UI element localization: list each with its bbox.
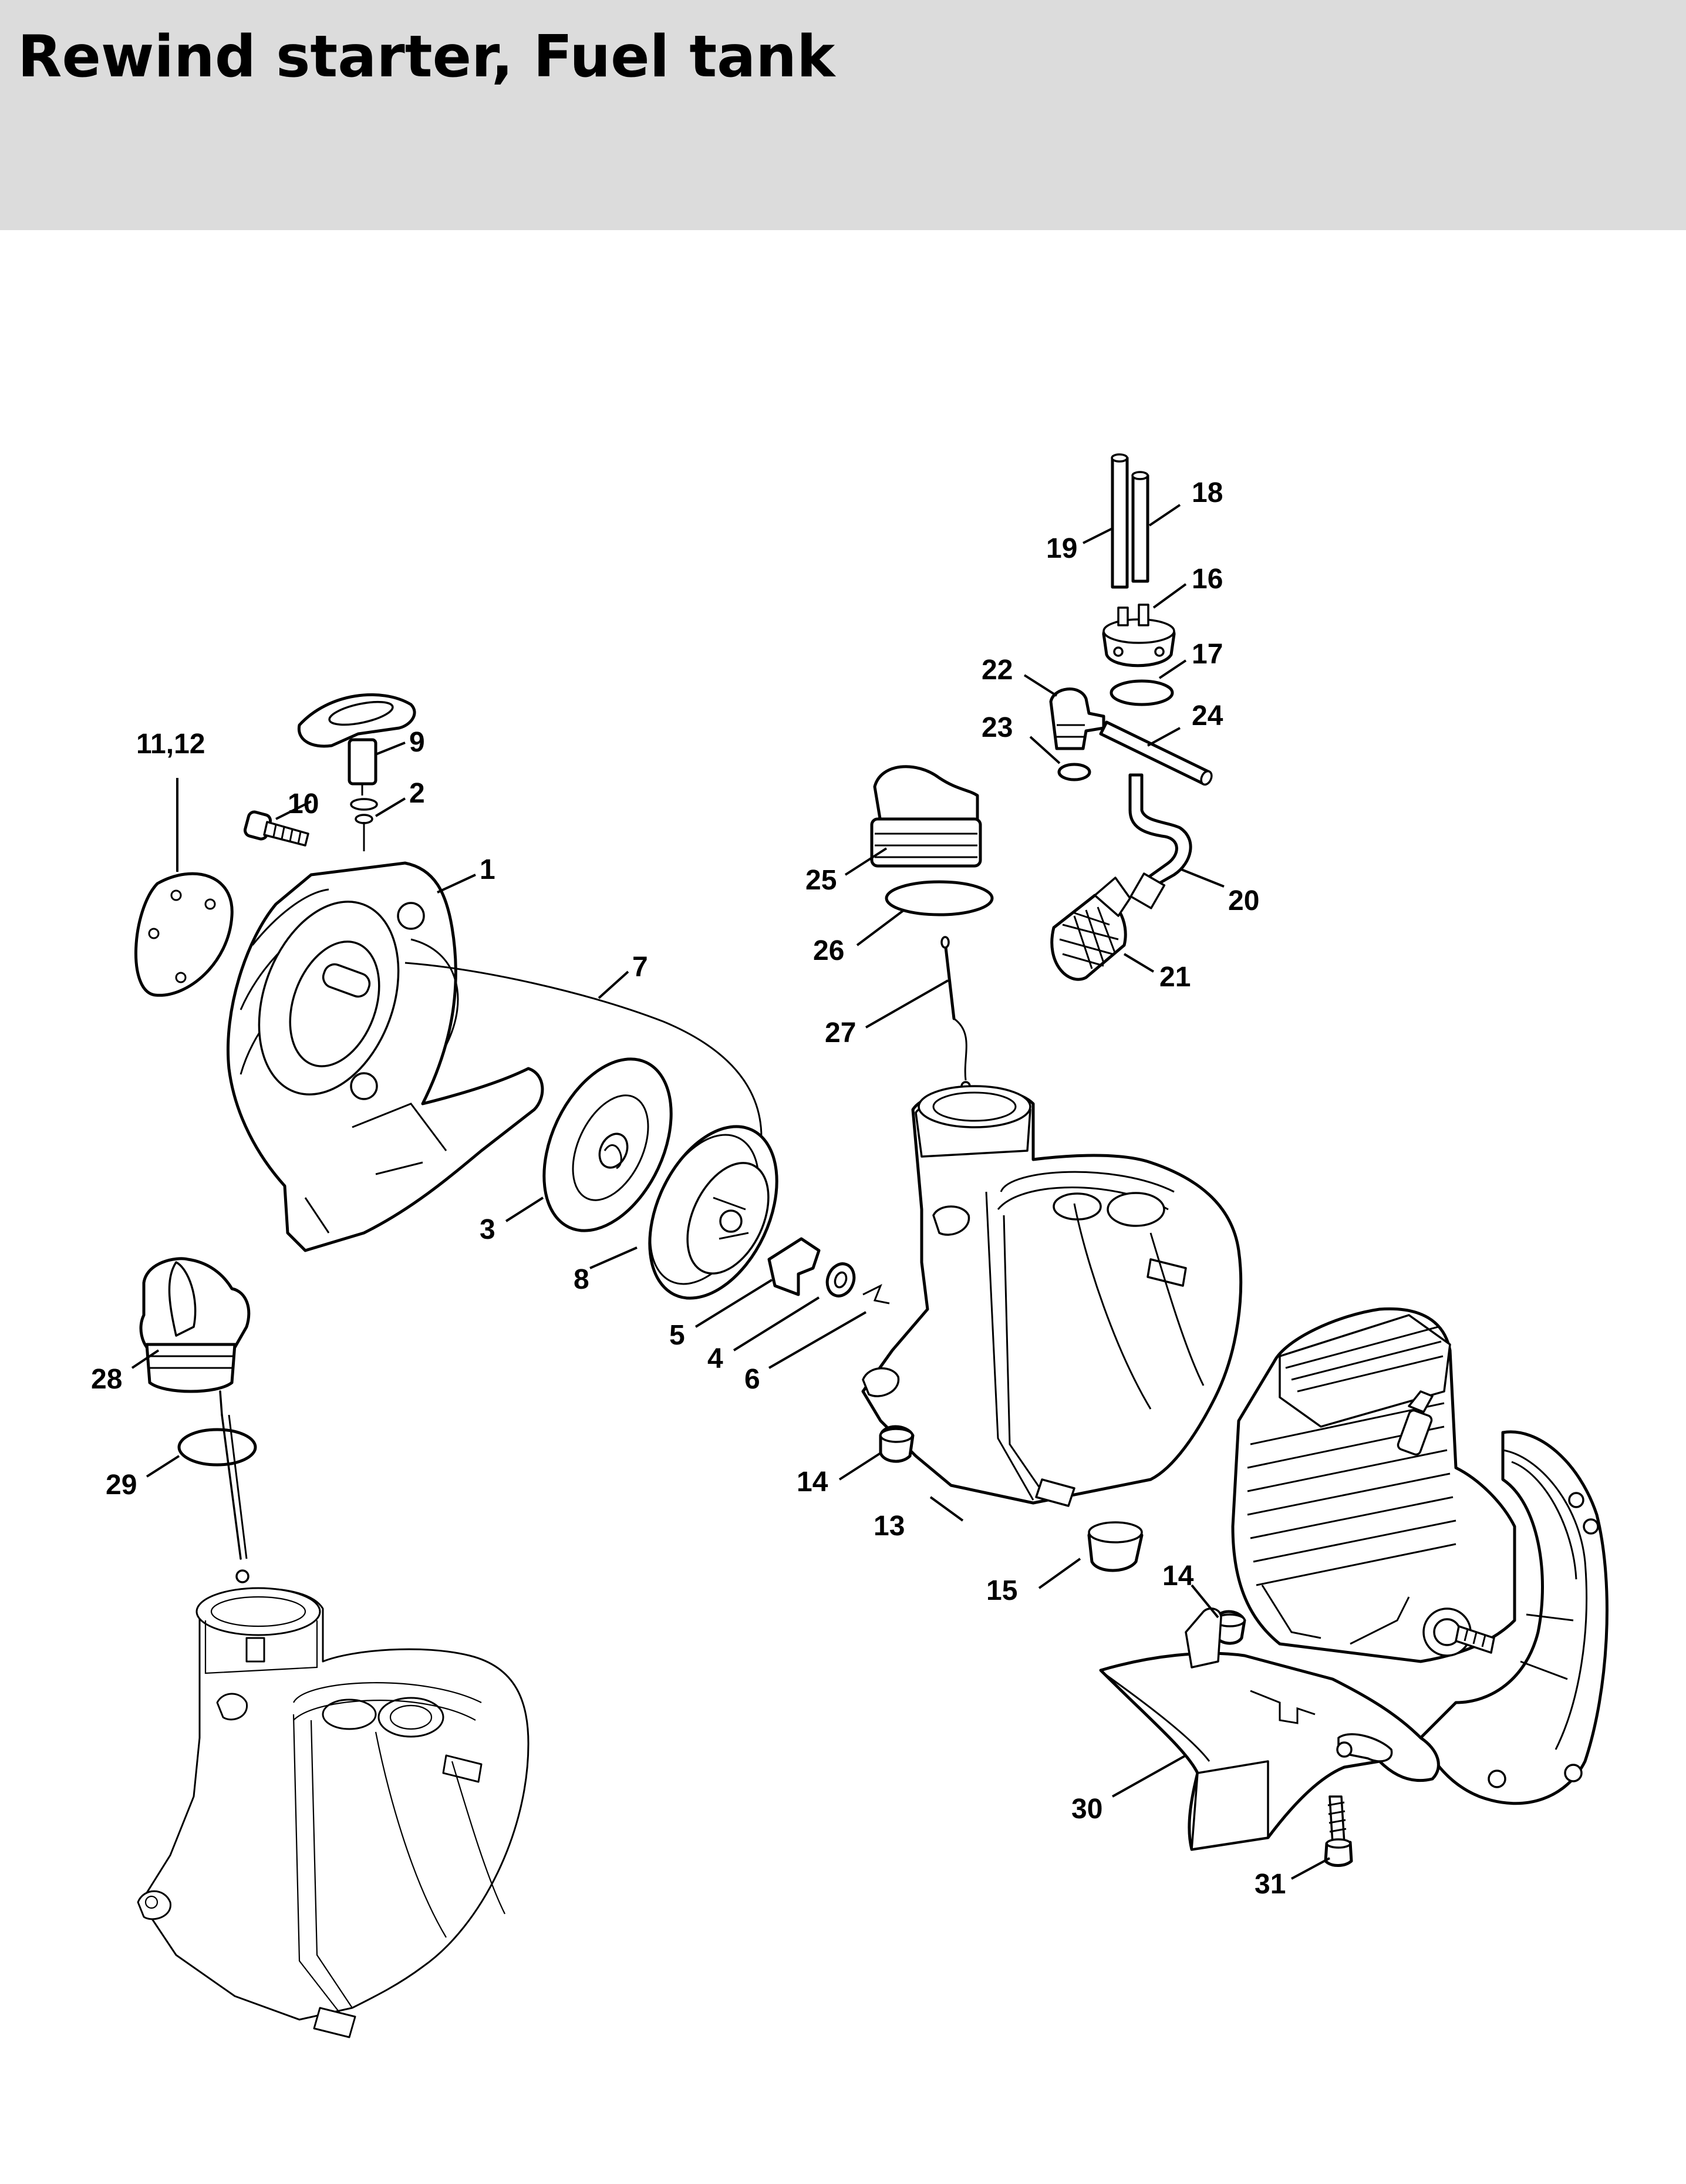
callout-label: 30: [1071, 1794, 1102, 1825]
part-cover-plate: [134, 872, 234, 997]
leader-25: [844, 847, 888, 876]
leader-21: [1123, 953, 1155, 973]
part-retainer: [940, 936, 971, 1091]
part-fuel-grommet: [1102, 604, 1176, 668]
leader-15: [1038, 1558, 1081, 1589]
part-oil-pickup: [221, 1414, 249, 1583]
part-pickup-hose: [1128, 773, 1192, 909]
part-rope-rotor: [648, 1125, 778, 1300]
leader-8: [589, 1246, 638, 1269]
leader-16: [1152, 583, 1187, 609]
leader-30: [1112, 1754, 1186, 1798]
part-fuel-tank: [861, 1085, 1243, 1507]
part-o-ring-29: [177, 1428, 257, 1467]
part-o-ring-23: [1057, 763, 1091, 781]
leader-lines: [131, 504, 1330, 1880]
part-screw-10: [243, 810, 309, 847]
callout-label: 21: [1159, 962, 1191, 993]
page-title: Rewind starter, Fuel tank: [18, 23, 835, 90]
leader-26: [856, 909, 905, 946]
callout-label: 5: [669, 1320, 685, 1351]
callout-label: 10: [288, 788, 319, 820]
leader-14a: [838, 1452, 882, 1481]
callout-label: 24: [1192, 700, 1223, 732]
leader-19: [1083, 527, 1113, 544]
callout-label: 25: [805, 865, 837, 896]
part-tank-cap-gasket: [885, 880, 994, 916]
callout-label: 8: [574, 1264, 589, 1295]
part-screw-31: [1324, 1795, 1353, 1867]
part-o-ring-17: [1110, 679, 1174, 706]
part-buffer-14a: [879, 1425, 915, 1463]
callout-label: 13: [874, 1511, 905, 1542]
leader-18: [1148, 504, 1181, 527]
part-fuel-line-19: [1111, 453, 1129, 589]
callout-label: 27: [825, 1017, 856, 1049]
leader-22: [1023, 674, 1058, 697]
callout-label: 22: [982, 655, 1013, 686]
callout-label: 7: [632, 952, 648, 983]
oil-tank-housing: [137, 1587, 530, 2038]
callout-label: 14: [797, 1467, 828, 1498]
callout-label: 14: [1162, 1561, 1194, 1592]
leader-7: [598, 970, 629, 999]
leader-28: [131, 1349, 160, 1369]
part-oil-tank-cap: [139, 1257, 251, 1416]
callout-label: 3: [480, 1214, 495, 1245]
header-bar: Rewind starter, Fuel tank: [0, 0, 1686, 230]
callout-label: 20: [1228, 885, 1259, 916]
leader-4: [733, 1296, 820, 1351]
part-tank-cap: [870, 765, 982, 868]
part-fuel-line-18: [1131, 471, 1149, 583]
callout-label: 9: [409, 727, 425, 758]
leader-14b: [1191, 1584, 1219, 1619]
callout-label: 29: [106, 1470, 137, 1501]
leader-5: [694, 1279, 773, 1328]
part-guard: [1099, 1607, 1440, 1851]
callout-label: 18: [1192, 477, 1223, 508]
leader-13: [929, 1496, 964, 1522]
leader-6: [768, 1311, 866, 1369]
callout-labels: 1 2 3 4 5 6 7 8 9 10 11,12 13 14 14 15 1…: [91, 477, 1286, 1900]
part-spring-clip: [862, 1283, 890, 1305]
callout-label: 2: [409, 778, 425, 809]
part-sleeve: [1087, 1521, 1144, 1572]
leader-27: [865, 979, 949, 1029]
part-grommet: [350, 798, 378, 851]
leader-17: [1158, 659, 1187, 679]
callout-label: 11,12: [136, 729, 205, 760]
leader-24: [1147, 727, 1181, 747]
part-spring-housing: [542, 1057, 673, 1232]
callout-label: 1: [480, 854, 495, 885]
callout-label: 15: [986, 1575, 1017, 1606]
callout-label: 19: [1046, 533, 1077, 564]
callout-label: 23: [982, 712, 1013, 743]
leader-10: [275, 800, 312, 820]
part-hose-24: [1099, 720, 1213, 786]
leader-23: [1029, 736, 1061, 764]
part-starter-grip: [297, 693, 416, 796]
callout-label: 31: [1255, 1869, 1286, 1900]
callout-label: 17: [1192, 639, 1223, 670]
callout-label: 16: [1192, 564, 1223, 595]
leader-20: [1179, 868, 1225, 888]
part-washer: [825, 1262, 856, 1297]
callout-label: 28: [91, 1364, 122, 1395]
callout-label: 4: [707, 1343, 723, 1374]
leader-2: [375, 797, 406, 817]
part-fan-housing: [226, 861, 544, 1252]
part-fuel-filter: [1050, 877, 1131, 981]
part-tank-vent-valve: [1049, 687, 1105, 750]
leader-1: [437, 874, 476, 894]
leader-29: [146, 1455, 180, 1478]
engine-assembly: [1231, 1307, 1609, 1805]
leader-31: [1291, 1857, 1330, 1880]
leader-9: [375, 742, 406, 756]
leader-3: [505, 1197, 544, 1222]
part-pawl: [767, 1237, 821, 1296]
callout-label: 6: [744, 1364, 760, 1395]
callout-label: 26: [813, 935, 844, 966]
